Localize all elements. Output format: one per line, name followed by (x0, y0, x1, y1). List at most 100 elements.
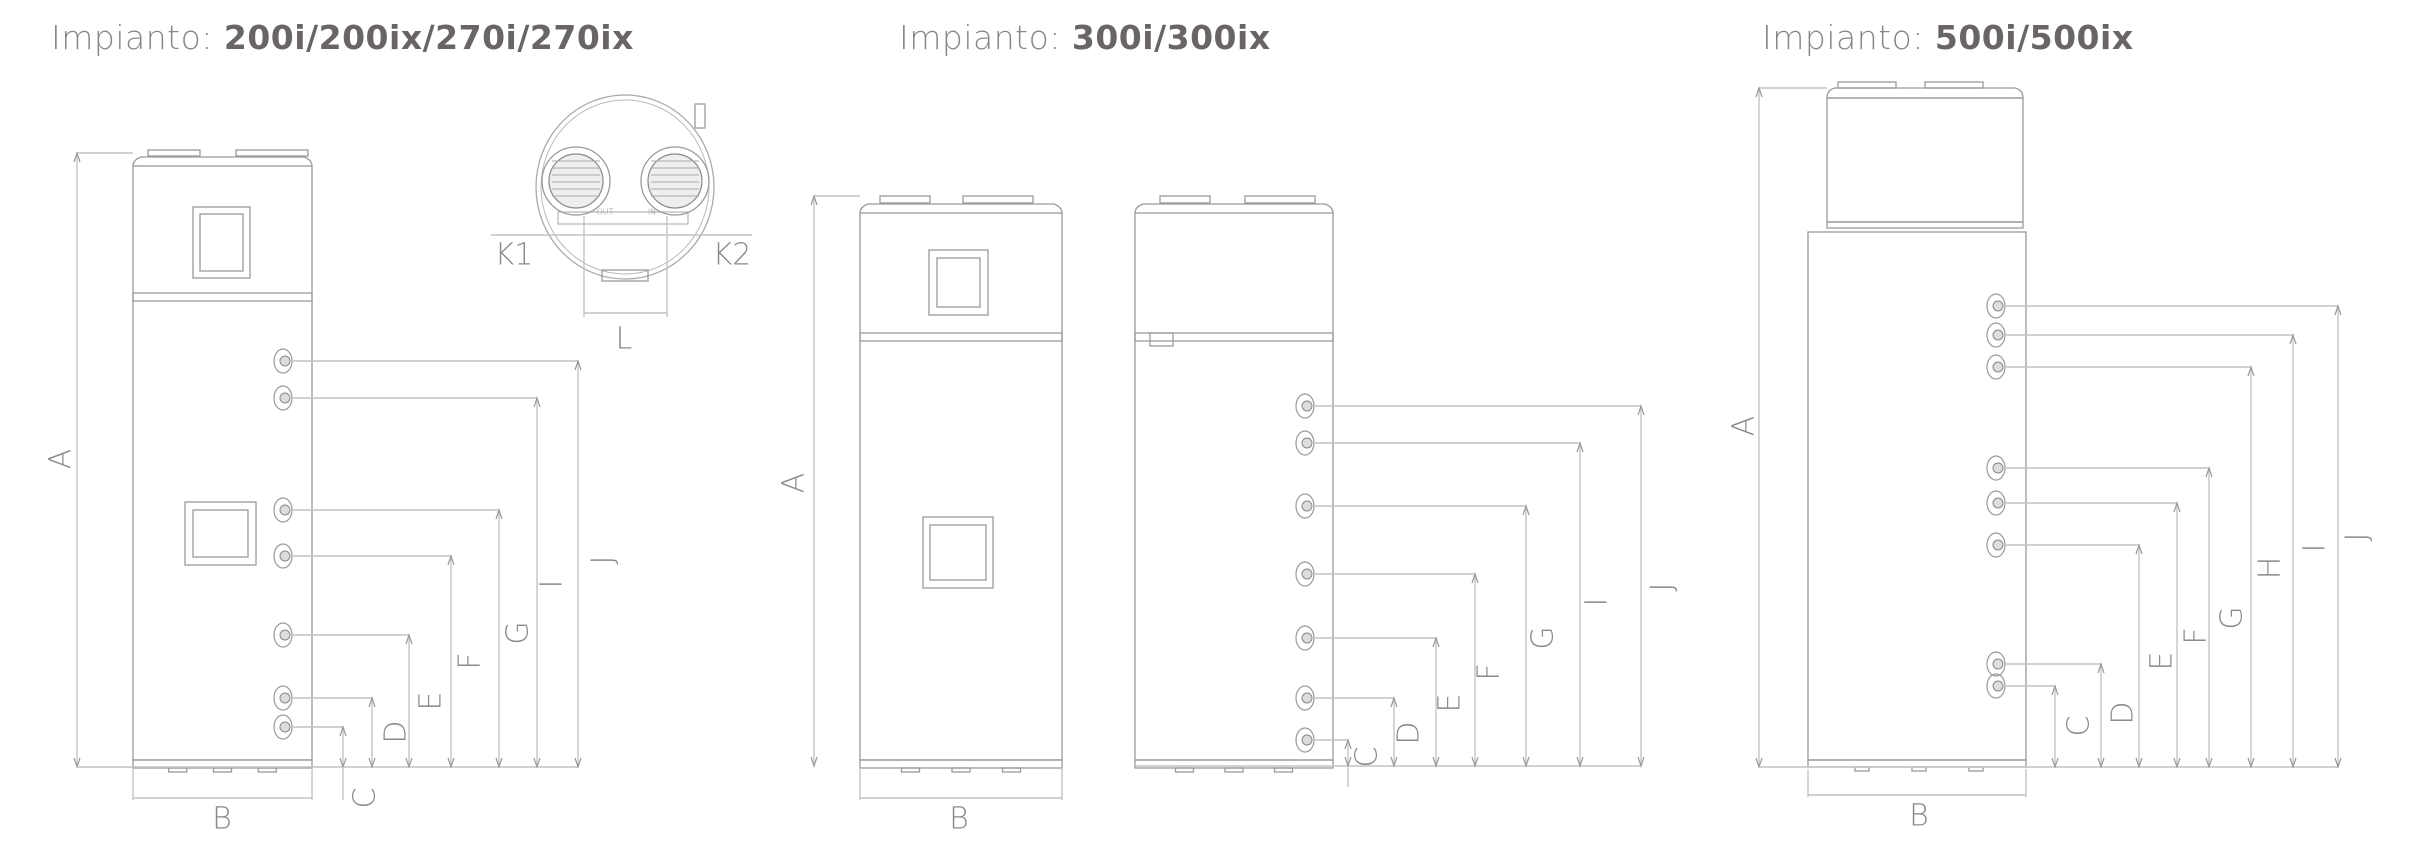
dimension-label-H: H (2253, 557, 2288, 580)
top-vent (1924, 81, 1984, 89)
arrow-icon (1432, 756, 1440, 768)
fitting-core (1301, 500, 1313, 512)
fitting-ring (1295, 727, 1315, 753)
connection-fitting (273, 348, 293, 374)
arrow-icon (1576, 756, 1584, 768)
arrow-icon (1471, 572, 1479, 584)
body-band (1134, 332, 1334, 342)
arrow-icon (2135, 543, 2143, 555)
dimension-label-I: I (2298, 544, 2333, 553)
connection-fitting (1986, 455, 2006, 481)
fitting-ring (1986, 532, 2006, 558)
fitting-core (1992, 329, 2004, 341)
side-bracket (1149, 332, 1174, 347)
fitting-core (279, 392, 291, 404)
top-vent (962, 195, 1034, 204)
dimension-label-A: A (44, 449, 79, 470)
dimension-label-D: D (379, 720, 414, 743)
arrow-icon (2334, 304, 2342, 316)
fitting-ring (1986, 322, 2006, 348)
connection-fitting (1986, 293, 2006, 319)
top-cover (859, 203, 1063, 214)
arrow-icon (405, 633, 413, 645)
tank-base (1134, 759, 1334, 769)
fitting-ring (1986, 651, 2006, 677)
arrow-icon (810, 756, 818, 768)
arrow-icon (447, 554, 455, 566)
arrow-icon (1522, 504, 1530, 516)
base-foot (1001, 767, 1022, 773)
arrow-icon (1576, 441, 1584, 453)
arrow-icon (405, 757, 413, 769)
arrow-icon (1390, 756, 1398, 768)
dimension-label-C: C (1350, 747, 1385, 768)
arrow-icon (574, 757, 582, 769)
arrow-icon (2173, 501, 2181, 513)
dimension-label-G: G (501, 621, 536, 644)
fitting-ring (1295, 493, 1315, 519)
base-foot (257, 767, 277, 773)
connection-fitting (1986, 490, 2006, 516)
connection-fitting (273, 385, 293, 411)
top-view-nub (601, 269, 649, 282)
base-foot (1174, 767, 1195, 773)
connection-fitting (273, 543, 293, 569)
arrow-icon (2051, 757, 2059, 769)
body-band (132, 292, 313, 302)
arrow-icon (1637, 756, 1645, 768)
title-model: 200i/200ix/270i/270ix (223, 18, 634, 57)
fitting-core (1301, 400, 1313, 412)
connection-fitting (273, 622, 293, 648)
diagram-title-500i: Impianto: 500i/500ix (1762, 18, 2134, 57)
top-vent (1837, 81, 1897, 89)
dimension-label-K1: K1 (495, 238, 534, 273)
fitting-ring (1986, 673, 2006, 699)
grille-icon (647, 153, 703, 209)
fitting-core (279, 721, 291, 733)
arrow-icon (1432, 636, 1440, 648)
top-vent (1159, 195, 1211, 204)
arrow-icon (1637, 404, 1645, 416)
fitting-ring (273, 714, 293, 740)
arrow-icon (1522, 756, 1530, 768)
fitting-ring (1295, 430, 1315, 456)
dimension-label-B: B (212, 802, 232, 837)
dimension-label-G: G (1526, 626, 1561, 649)
dimension-label-F: F (453, 652, 488, 669)
arrow-icon (339, 725, 347, 737)
connection-fitting (1295, 625, 1315, 651)
fitting-ring (273, 497, 293, 523)
arrow-icon (495, 757, 503, 769)
fitting-ring (1986, 354, 2006, 380)
title-prefix: Impianto: (899, 18, 1072, 57)
base-foot (951, 767, 971, 773)
fitting-core (1992, 658, 2004, 670)
control-box (922, 516, 994, 589)
arrow-icon (533, 396, 541, 408)
fitting-core (1301, 437, 1313, 449)
fitting-core (1992, 680, 2004, 692)
dimension-label-E: E (414, 692, 449, 711)
fitting-core (1992, 497, 2004, 509)
dimension-label-I: I (1580, 598, 1615, 607)
arrow-icon (2334, 757, 2342, 769)
arrow-icon (2289, 333, 2297, 345)
dimension-label-D: D (1392, 721, 1427, 744)
base-foot (900, 767, 921, 773)
dimension-label-L: L (616, 322, 633, 357)
connection-fitting (1295, 393, 1315, 419)
top-cover (1826, 87, 2024, 99)
arrow-icon (447, 757, 455, 769)
fitting-core (1301, 568, 1313, 580)
connection-fitting (1295, 685, 1315, 711)
top-cover (1134, 203, 1334, 214)
arrow-icon (2135, 757, 2143, 769)
arrow-icon (2205, 466, 2213, 478)
tank-body (132, 165, 313, 761)
tank-body (1134, 212, 1334, 761)
dimension-label-J: J (586, 556, 621, 565)
fitting-core (1301, 692, 1313, 704)
arrow-icon (1390, 696, 1398, 708)
dimension-label-C: C (348, 788, 383, 809)
dimension-label-C: C (2062, 716, 2097, 737)
